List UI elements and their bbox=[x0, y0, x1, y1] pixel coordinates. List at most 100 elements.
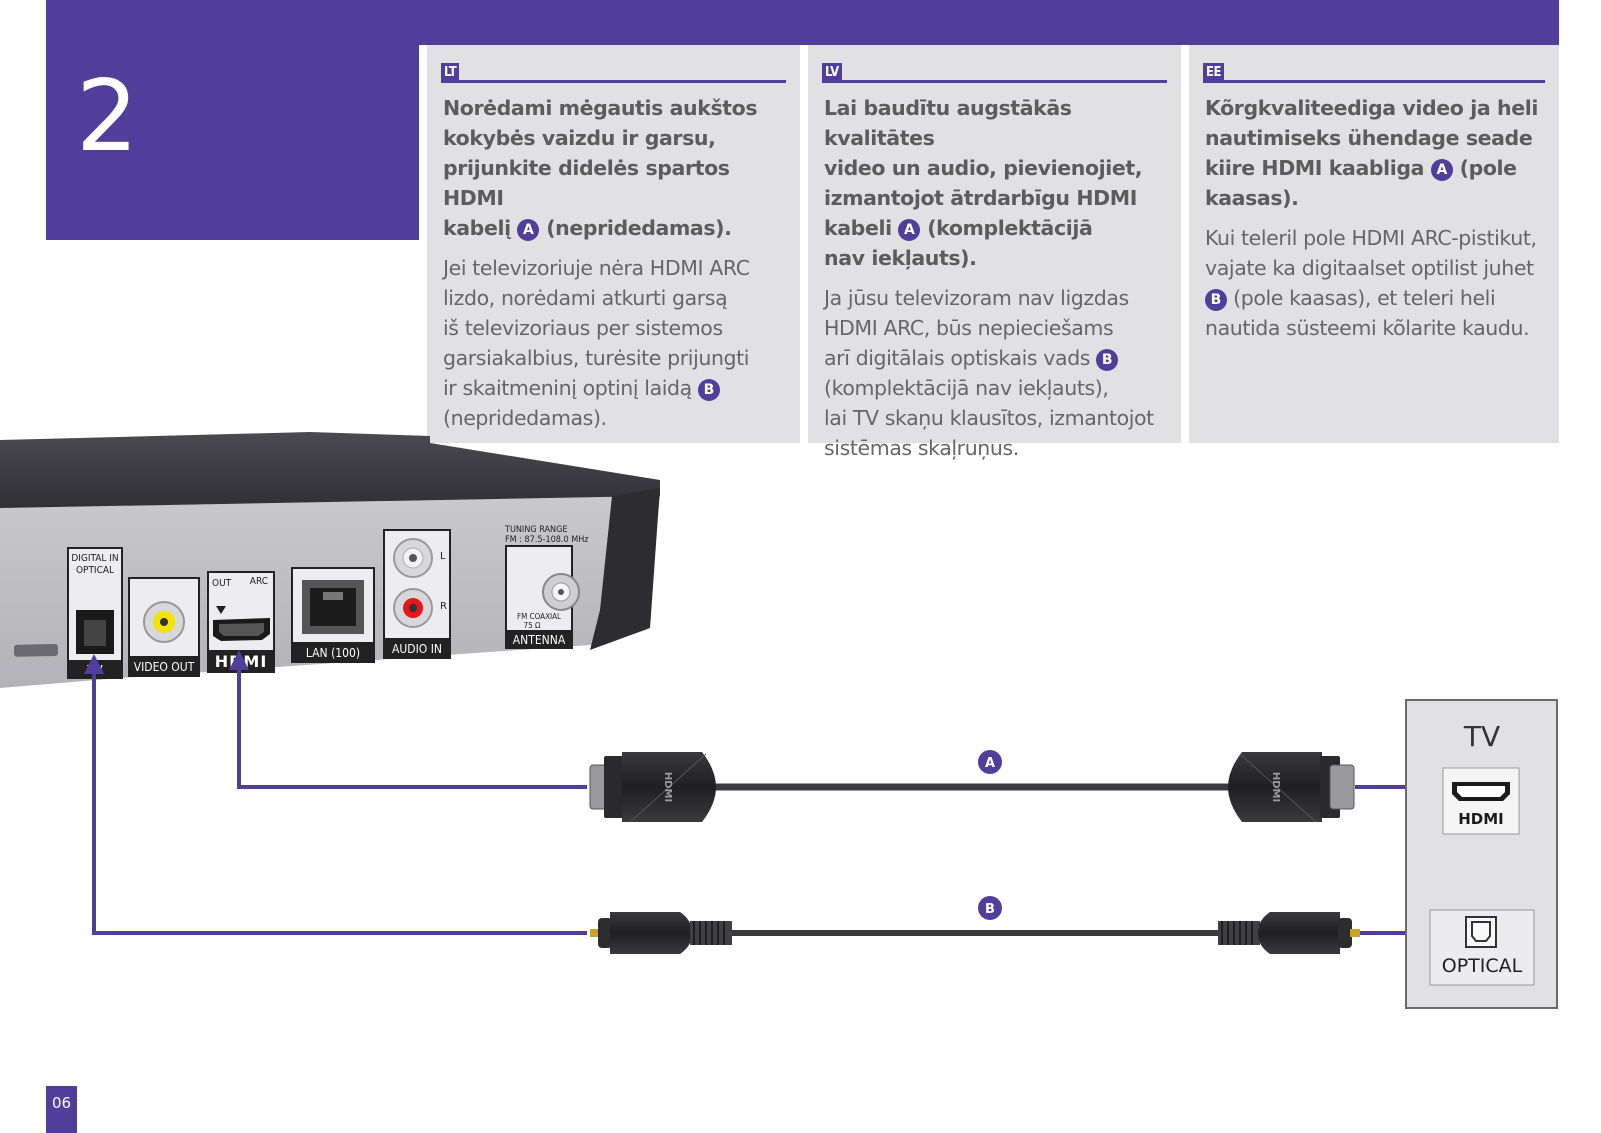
device-top bbox=[0, 432, 660, 510]
label-video-out: VIDEO OUT bbox=[134, 660, 195, 674]
lead-line: kokybės vaizdu ir garsu, bbox=[443, 126, 716, 150]
hdmi-plug-logo: HDMI bbox=[1270, 772, 1281, 802]
label-tuning-range: TUNING RANGE bbox=[504, 525, 567, 535]
label-lan: LAN (100) bbox=[306, 646, 360, 660]
body-line: (nepridedamas). bbox=[443, 406, 607, 430]
label-ohms: 75 Ω bbox=[524, 621, 541, 630]
column-lt: LT Norėdami mėgautis aukštos kokybės vai… bbox=[427, 45, 800, 443]
body-line: arī digitālais optiskais vads bbox=[824, 346, 1091, 370]
lang-tag-ee: EE bbox=[1203, 63, 1224, 83]
cable-badge-a bbox=[978, 750, 1002, 774]
port-audio-in: L R AUDIO IN bbox=[383, 529, 451, 659]
lead-text: Lai baudītu augstākās kvalitātes video u… bbox=[824, 93, 1165, 273]
optical-route-line bbox=[92, 672, 587, 935]
badge-a: A bbox=[517, 219, 540, 241]
body-line: vajate ka digitaalset optilist juhet bbox=[1205, 256, 1534, 280]
badge-a: A bbox=[898, 219, 921, 241]
lead-line: (nepridedamas). bbox=[546, 216, 732, 240]
body-line: iš televizoriaus per sistemos bbox=[443, 316, 723, 340]
body-text: Jei televizoriuje nėra HDMI ARC lizdo, n… bbox=[443, 253, 784, 433]
body-line: sistēmas skaļruņus. bbox=[824, 436, 1019, 460]
lang-rule bbox=[441, 80, 786, 83]
lead-line: kabelį bbox=[443, 216, 511, 240]
label-tuning-freq: FM : 87.5-108.0 MHz bbox=[505, 535, 589, 545]
body-line: garsiakalbius, turėsite prijungti bbox=[443, 346, 750, 370]
lang-tag-lv: LV bbox=[822, 63, 842, 83]
label-arc: ARC bbox=[250, 576, 268, 587]
lead-line: kabeli bbox=[824, 216, 892, 240]
lead-line: izmantojot ātrdarbīgu HDMI bbox=[824, 186, 1137, 210]
badge-b: B bbox=[1096, 349, 1119, 371]
label-digital-in: DIGITAL IN bbox=[71, 553, 118, 564]
step-block: 2 bbox=[46, 45, 419, 240]
body-line: (komplektācijā nav iekļauts), bbox=[824, 376, 1109, 400]
body-line: Jei televizoriuje nėra HDMI ARC bbox=[443, 256, 750, 280]
label-audio-in: AUDIO IN bbox=[392, 642, 442, 656]
badge-b: B bbox=[1205, 289, 1227, 311]
column-lv: LV Lai baudītu augstākās kvalitātes vide… bbox=[808, 45, 1181, 460]
arrow-up-icon bbox=[229, 650, 249, 670]
connector-lines bbox=[92, 668, 1440, 935]
lead-text: Kõrgkvaliteediga video ja heli nautimise… bbox=[1205, 93, 1543, 213]
body-line: (pole kaasas), et teleri heli bbox=[1233, 286, 1496, 310]
port-lan: LAN (100) bbox=[291, 567, 375, 663]
lang-header: EE bbox=[1203, 63, 1545, 83]
badge-b: B bbox=[697, 379, 720, 401]
label-audio-r: R bbox=[440, 601, 447, 612]
optical-port-icon bbox=[1471, 921, 1491, 942]
lang-rule bbox=[822, 80, 1167, 83]
label-out: OUT bbox=[212, 578, 232, 589]
hdmi-cable-a: HDMI HDMI A bbox=[589, 750, 1355, 823]
arrow-up-icon bbox=[84, 654, 104, 674]
body-line: ir skaitmeninį optinį laidą bbox=[443, 376, 692, 400]
hdmi-plug-left: HDMI bbox=[589, 752, 716, 823]
tv-hdmi-logo: HDMI bbox=[1458, 810, 1504, 828]
device-slot bbox=[14, 644, 58, 657]
tv-panel: TV HDMI OPTICAL bbox=[1405, 699, 1558, 1009]
tv-hdmi-port: HDMI bbox=[1442, 767, 1520, 835]
label-antenna: ANTENNA bbox=[513, 633, 566, 647]
port-video-out: VIDEO OUT bbox=[128, 577, 200, 677]
lang-header: LT bbox=[441, 63, 786, 83]
body-line: HDMI ARC, būs nepieciešams bbox=[824, 316, 1114, 340]
label-optical: OPTICAL bbox=[76, 565, 114, 576]
port-digital-in-optical: DIGITAL IN OPTICAL TV bbox=[67, 547, 123, 679]
tv-title: TV bbox=[1463, 720, 1500, 753]
label-audio-l: L bbox=[440, 551, 446, 562]
device-rear: DIGITAL IN OPTICAL TV VIDEO OUT OUT ARC … bbox=[0, 432, 660, 688]
hdmi-arrow-icon bbox=[216, 606, 226, 614]
body-line: Ja jūsu televizoram nav ligzdas bbox=[824, 286, 1129, 310]
page-number: 06 bbox=[46, 1086, 77, 1133]
optical-jack-inner bbox=[84, 620, 106, 646]
lead-line: Lai baudītu augstākās kvalitātes bbox=[824, 96, 1072, 150]
tv-optical-port: OPTICAL bbox=[1429, 909, 1535, 986]
lang-rule bbox=[1203, 80, 1545, 83]
lead-line: nautimiseks ühendage seade bbox=[1205, 126, 1533, 150]
hdmi-plug-logo: HDMI bbox=[662, 772, 673, 802]
tv-optical-label: OPTICAL bbox=[1442, 955, 1523, 977]
cable-badge-b-label: B bbox=[985, 902, 995, 917]
optical-cable-b: B bbox=[590, 896, 1360, 954]
body-text: Kui teleril pole HDMI ARC-pistikut, vaja… bbox=[1205, 223, 1543, 343]
cable-badge-b bbox=[978, 896, 1002, 920]
lead-line: kaasas). bbox=[1205, 186, 1299, 210]
cable-badge-a-label: A bbox=[985, 756, 995, 771]
lead-line: Kõrgkvaliteediga video ja heli bbox=[1205, 96, 1538, 120]
header-band bbox=[46, 0, 1559, 45]
lang-header: LV bbox=[822, 63, 1167, 83]
lead-line: video un audio, pievienojiet, bbox=[824, 156, 1143, 180]
port-antenna: TUNING RANGE FM : 87.5-108.0 MHz FM COAX… bbox=[504, 525, 589, 649]
hdmi-plug-right: HDMI bbox=[1228, 752, 1355, 823]
lead-line: (komplektācijā bbox=[927, 216, 1093, 240]
body-line: nautida süsteemi kõlarite kaudu. bbox=[1205, 316, 1530, 340]
device-corner bbox=[590, 488, 660, 650]
optical-plug-left bbox=[590, 912, 732, 954]
body-line: Kui teleril pole HDMI ARC-pistikut, bbox=[1205, 226, 1537, 250]
lang-tag-lt: LT bbox=[441, 63, 460, 83]
column-ee: EE Kõrgkvaliteediga video ja heli nautim… bbox=[1189, 45, 1559, 443]
lead-line: nav iekļauts). bbox=[824, 246, 977, 270]
step-number: 2 bbox=[76, 60, 138, 174]
lead-line: prijunkite didelės spartos HDMI bbox=[443, 156, 730, 210]
lead-text: Norėdami mėgautis aukštos kokybės vaizdu… bbox=[443, 93, 784, 243]
